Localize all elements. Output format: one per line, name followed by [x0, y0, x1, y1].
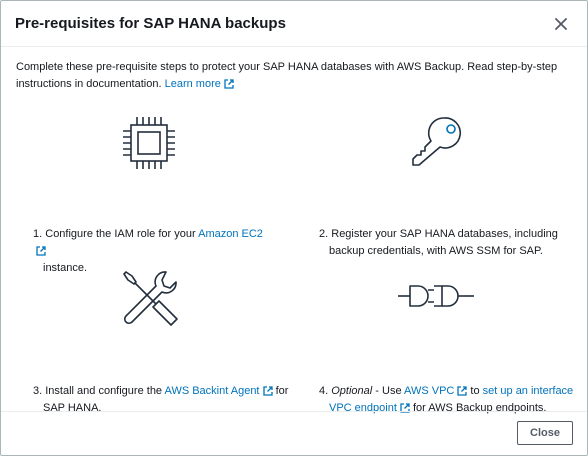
aws-backint-agent-label: AWS Backint Agent: [164, 385, 260, 397]
close-icon[interactable]: [553, 16, 569, 32]
step-3-number: 3.: [33, 385, 43, 397]
learn-more-label: Learn more: [164, 78, 221, 90]
close-button[interactable]: Close: [517, 421, 573, 445]
step-4-optional: Optional: [331, 385, 373, 397]
step-1: 1. Configure the IAM role for your Amazo…: [33, 226, 273, 277]
external-link-icon: [224, 79, 234, 89]
modal-footer: Close: [1, 411, 587, 455]
plug-icon: [396, 271, 476, 326]
aws-backint-agent-link[interactable]: AWS Backint Agent: [165, 385, 273, 397]
modal-title: Pre-requisites for SAP HANA backups: [15, 15, 286, 32]
steps-grid: 1. Configure the IAM role for your Amazo…: [16, 93, 573, 423]
tools-icon: [120, 268, 180, 333]
external-link-icon: [36, 246, 46, 256]
learn-more-link[interactable]: Learn more: [165, 78, 234, 90]
aws-vpc-link[interactable]: AWS VPC: [404, 385, 468, 397]
modal-body: Complete these pre-requisite steps to pr…: [1, 47, 587, 423]
chip-icon: [119, 113, 179, 178]
external-link-icon: [457, 386, 468, 396]
modal-header: Pre-requisites for SAP HANA backups: [1, 1, 587, 47]
step-2-number: 2.: [319, 228, 329, 240]
intro-text: Complete these pre-requisite steps to pr…: [16, 59, 572, 93]
step-2: 2. Register your SAP HANA databases, inc…: [319, 226, 584, 260]
external-link-icon: [262, 386, 273, 396]
key-icon: [409, 112, 469, 177]
step-1-text-after: instance.: [43, 262, 88, 274]
step-4-text-mid: to: [470, 385, 480, 397]
amazon-ec2-link[interactable]: Amazon EC2: [33, 228, 263, 257]
step-4-text: - Use: [375, 385, 402, 397]
step-4-number: 4.: [319, 385, 329, 397]
aws-vpc-label: AWS VPC: [404, 385, 455, 397]
step-1-text: Configure the IAM role for your: [45, 228, 196, 240]
step-1-number: 1.: [33, 228, 43, 240]
step-2-text: Register your SAP HANA databases, includ…: [329, 228, 558, 257]
amazon-ec2-label: Amazon EC2: [198, 228, 263, 240]
step-3-text: Install and configure the: [45, 385, 163, 397]
intro-description: Complete these pre-requisite steps to pr…: [16, 61, 558, 90]
